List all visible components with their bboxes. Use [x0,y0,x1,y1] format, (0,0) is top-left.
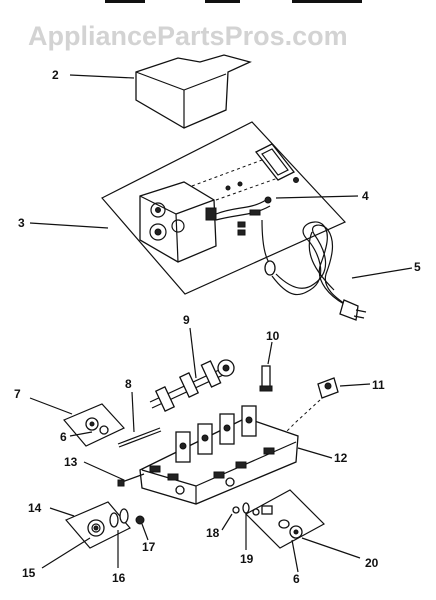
callout-7: 7 [14,387,21,401]
watermark: AppliancePartsPros.com [28,21,348,51]
part-2-cover [135,54,252,129]
part-6-ring-right [278,519,303,539]
callout-6-left: 6 [60,430,67,444]
part-3-plate [254,143,299,183]
callout-9: 9 [183,313,190,327]
callout-16: 16 [112,571,126,585]
part-3-timer [139,181,217,263]
callout-17: 17 [142,540,156,554]
part-9-camshaft [149,359,235,412]
callout-2: 2 [52,68,59,82]
callout-5: 5 [414,260,421,274]
part-13-screw [117,473,145,487]
part-7-panel [63,403,125,447]
callout-15: 15 [22,566,36,580]
callout-8: 8 [125,377,132,391]
callout-6-right: 6 [293,572,300,586]
callout-20: 20 [365,556,379,570]
part-4-connector [215,196,272,221]
part-5-power-cord [261,219,367,321]
callout-13: 13 [64,455,78,469]
part-10-screw [259,365,273,392]
part-11-clip [317,377,339,399]
callout-18: 18 [206,526,220,540]
part-8-rod [117,427,162,448]
callout-10: 10 [266,329,280,343]
part-18-19-seals [232,502,273,516]
part-12-valve-body [139,405,299,505]
part-20-panel [245,489,325,549]
callout-12: 12 [334,451,348,465]
part-15-fitting [87,519,105,537]
callout-3: 3 [18,216,25,230]
part-3-frame [101,121,347,295]
part-17-ball [135,515,145,525]
part-16-ring [109,508,129,528]
callout-4: 4 [362,189,369,203]
callout-14: 14 [28,501,42,515]
callout-11: 11 [372,378,385,392]
cropped-top-strip [105,0,362,3]
part-14-panel [65,501,131,549]
part-6-ring-left [85,417,109,435]
callout-19: 19 [240,552,254,566]
